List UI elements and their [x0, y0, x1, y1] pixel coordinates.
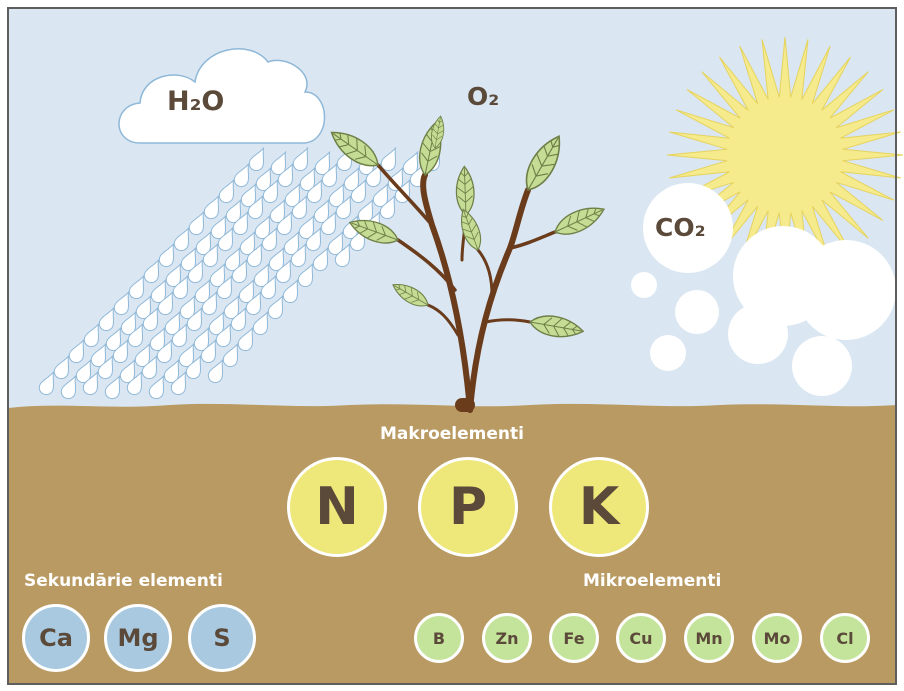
- secondary-element-ca: Ca: [22, 604, 90, 672]
- water-label: H₂O: [167, 86, 225, 117]
- macro-element-p: P: [418, 457, 518, 557]
- secondary-element-s: S: [188, 604, 256, 672]
- micro-title: Mikroelementi: [583, 571, 722, 591]
- micro-element-zn: Zn: [482, 613, 532, 663]
- micro-element-b: B: [414, 613, 464, 663]
- macro-title: Makroelementi: [380, 424, 524, 444]
- macro-element-k: K: [549, 457, 649, 557]
- micro-element-cu: Cu: [616, 613, 666, 663]
- micro-element-fe: Fe: [549, 613, 599, 663]
- micro-element-cl: Cl: [820, 613, 870, 663]
- carbon-dioxide-label: CO₂: [655, 213, 706, 242]
- macro-element-n: N: [287, 457, 387, 557]
- secondary-title: Sekundārie elementi: [24, 571, 223, 591]
- micro-element-mo: Mo: [752, 613, 802, 663]
- micro-element-mn: Mn: [684, 613, 734, 663]
- oxygen-label: O₂: [467, 82, 500, 111]
- secondary-element-mg: Mg: [104, 604, 172, 672]
